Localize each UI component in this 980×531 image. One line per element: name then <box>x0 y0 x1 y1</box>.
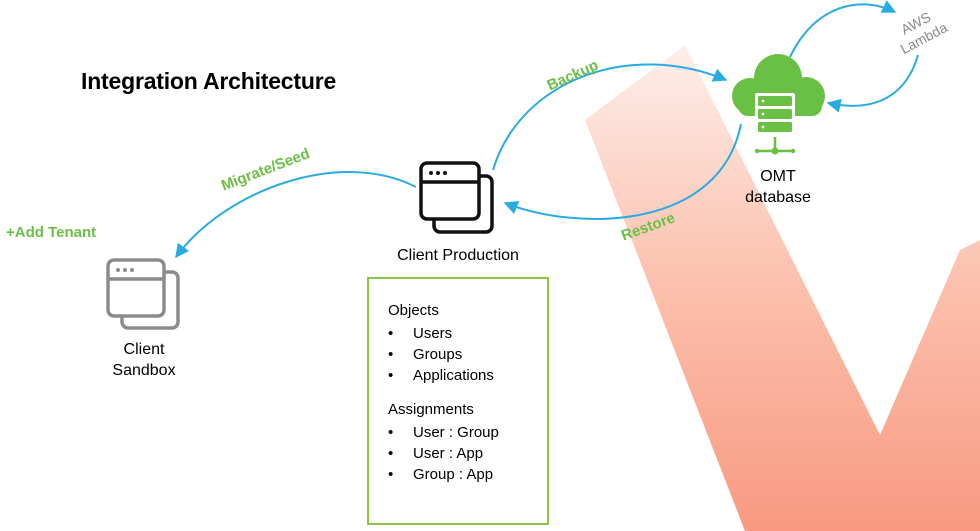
lambda-return-arrow <box>826 54 919 113</box>
database-label: OMT database <box>733 166 823 208</box>
background-v-shape <box>585 45 980 531</box>
database-label-line2: database <box>745 189 811 206</box>
add-tenant-label: +Add Tenant <box>6 224 97 241</box>
production-window-icon <box>419 161 494 234</box>
list-item: User : App <box>388 443 547 464</box>
list-item: Users <box>388 323 547 344</box>
sandbox-label: Client Sandbox <box>96 339 192 381</box>
cloud-database-icon <box>732 54 825 155</box>
sandbox-label-line1: Client <box>123 341 165 358</box>
list-item: Groups <box>388 344 547 365</box>
production-label: Client Production <box>397 247 519 264</box>
page-title: Integration Architecture <box>81 68 337 94</box>
restore-arrow <box>503 123 742 220</box>
objects-title: Objects <box>388 302 439 319</box>
list-item: Group : App <box>388 464 547 485</box>
list-item: User : Group <box>388 422 547 443</box>
production-details-box: Objects Users Groups Applications Assign… <box>367 277 549 525</box>
objects-list: Users Groups Applications <box>388 323 547 386</box>
sandbox-window-icon <box>106 258 180 330</box>
list-item: Applications <box>388 365 547 386</box>
backup-arrow <box>492 63 728 171</box>
sandbox-label-line2: Sandbox <box>112 362 176 379</box>
assignments-list: User : Group User : App Group : App <box>388 422 547 485</box>
lambda-out-arrow <box>789 0 897 58</box>
database-label-line1: OMT <box>760 168 796 185</box>
assignments-title: Assignments <box>388 401 474 418</box>
migrate-arrow <box>175 171 417 259</box>
